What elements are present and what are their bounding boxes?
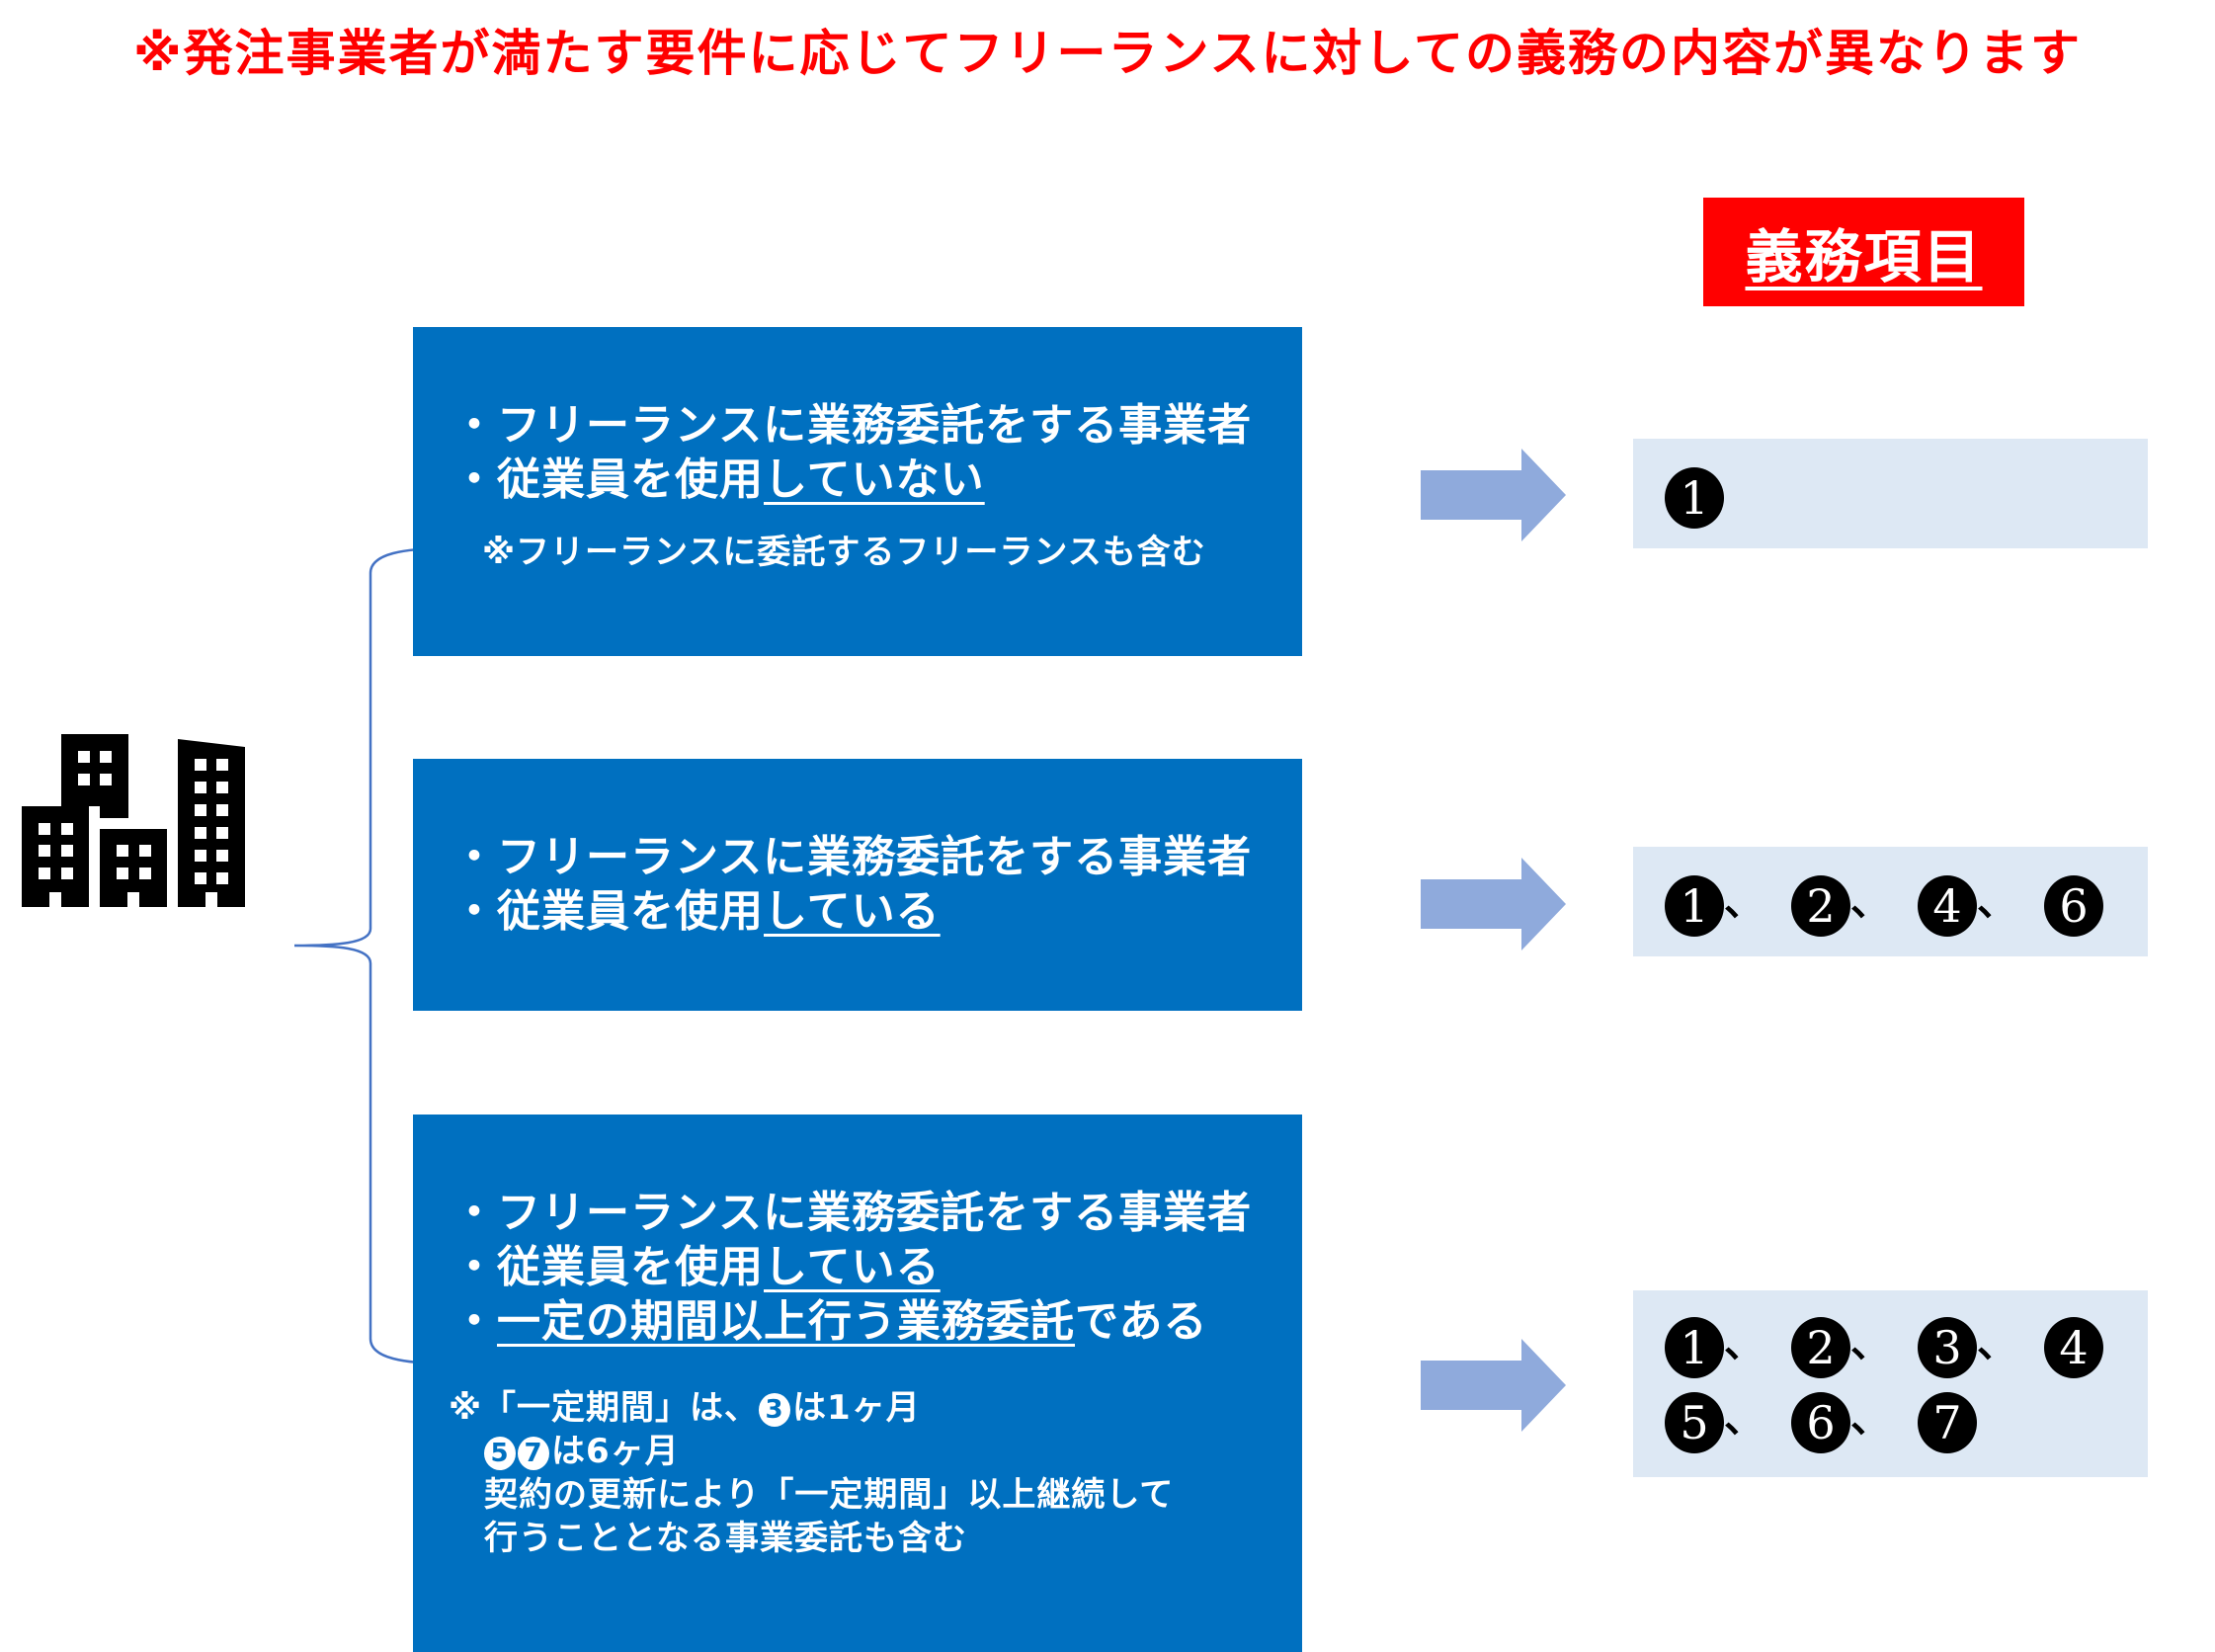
obligations-header: 義務項目: [1703, 198, 2024, 306]
separator: 、: [1977, 879, 2016, 925]
obligation-number-badge: 1: [1665, 466, 1724, 529]
obligations-row: 1: [1665, 456, 2148, 532]
page-banner: ※発注事業者が満たす要件に応じてフリーランスに対しての義務の内容が異なります: [132, 25, 2083, 82]
separator: 、: [1850, 1396, 1890, 1442]
condition-box-with-employees: ・フリーランスに業務委託をする事業者 ・従業員を使用している: [413, 759, 1302, 1011]
condition-line: ・一定の期間以上行う業務委託である: [452, 1294, 1302, 1349]
obligation-number-badge: 3: [1918, 1316, 1977, 1378]
separator: 、: [1977, 1321, 2016, 1366]
obligation-number-badge: 2: [1791, 874, 1850, 937]
obligation-number-badge: 4: [2044, 1316, 2103, 1378]
condition-line: ・従業員を使用していない: [452, 453, 1302, 507]
obligations-result-1: 1: [1633, 439, 2148, 548]
obligation-number-badge: 5: [484, 1436, 516, 1470]
obligations-result-2: 1、2、4、6: [1633, 847, 2148, 956]
separator: 、: [1850, 1321, 1890, 1366]
obligations-row: 1、2、3、4: [1665, 1306, 2148, 1381]
condition-text: である: [1075, 1296, 1208, 1347]
separator: 、: [1850, 879, 1890, 925]
bullet: ・: [452, 1296, 497, 1347]
condition-emphasis: 一定の期間以上行う業務委託: [497, 1296, 1075, 1347]
obligations-row: 1、2、4、6: [1665, 865, 2148, 940]
bullet: ・: [452, 1242, 497, 1292]
obligation-number-badge: 7: [1918, 1391, 1977, 1453]
buildings-icon: [22, 734, 245, 907]
condition-line: ・従業員を使用している: [452, 884, 1302, 939]
condition-text: フリーランスに業務委託をする事業者: [497, 400, 1253, 451]
condition-text: フリーランスに業務委託をする事業者: [497, 1188, 1253, 1238]
curly-brace-icon: [293, 546, 449, 1365]
fixed-period-note-line: 行うこととなる事業委託も含む: [484, 1519, 967, 1558]
bullet: ・: [452, 400, 497, 451]
obligation-number-badge: 1: [1665, 874, 1724, 937]
note-text: は1ヶ月: [792, 1388, 921, 1428]
condition-line: ・フリーランスに業務委託をする事業者: [452, 1186, 1302, 1240]
condition-emphasis: している: [764, 1242, 941, 1292]
obligation-number-badge: 1: [1665, 1316, 1724, 1378]
right-arrow-icon: [1421, 1339, 1566, 1432]
obligations-row: 5、6、7: [1665, 1381, 2148, 1456]
note-text: ※「一定期間」は、: [449, 1388, 760, 1428]
bullet: ・: [452, 886, 497, 937]
obligation-number-badge: 6: [2044, 874, 2103, 937]
obligation-number-badge: 6: [1791, 1391, 1850, 1453]
condition-line: ・フリーランスに業務委託をする事業者: [452, 830, 1302, 884]
bullet: ・: [452, 454, 497, 505]
obligation-number-badge: 2: [1791, 1316, 1850, 1378]
obligation-number-badge: 4: [1918, 874, 1977, 937]
obligation-number-badge: 3: [759, 1392, 791, 1427]
condition-text: 従業員を使用: [497, 1242, 764, 1292]
bullet: ・: [452, 832, 497, 882]
right-arrow-icon: [1421, 449, 1566, 541]
right-arrow-icon: [1421, 858, 1566, 950]
condition-note: ※フリーランスに委託するフリーランスも含む: [482, 533, 1206, 572]
condition-line: ・フリーランスに業務委託をする事業者: [452, 398, 1302, 453]
bullet: ・: [452, 1188, 497, 1238]
condition-line: ・従業員を使用している: [452, 1240, 1302, 1294]
obligation-number-badge: 7: [518, 1436, 549, 1470]
obligation-number-badge: 5: [1665, 1391, 1724, 1453]
condition-text: 従業員を使用: [497, 454, 764, 505]
fixed-period-note-line: 契約の更新により「一定期間」以上継続して: [484, 1475, 1175, 1515]
condition-text: 従業員を使用: [497, 886, 764, 937]
condition-emphasis: していない: [764, 454, 985, 505]
note-text: は6ヶ月: [551, 1432, 680, 1471]
obligations-result-3: 1、2、3、4 5、6、7: [1633, 1290, 2148, 1477]
obligations-header-label: 義務項目: [1745, 223, 1983, 290]
separator: 、: [1724, 1396, 1764, 1442]
condition-box-no-employees: ・フリーランスに業務委託をする事業者 ・従業員を使用していない ※フリーランスに…: [413, 327, 1302, 656]
separator: 、: [1724, 879, 1764, 925]
condition-box-fixed-period: ・フリーランスに業務委託をする事業者 ・従業員を使用している ・一定の期間以上行…: [413, 1115, 1302, 1652]
condition-text: フリーランスに業務委託をする事業者: [497, 832, 1253, 882]
separator: 、: [1724, 1321, 1764, 1366]
condition-emphasis: している: [764, 886, 941, 937]
